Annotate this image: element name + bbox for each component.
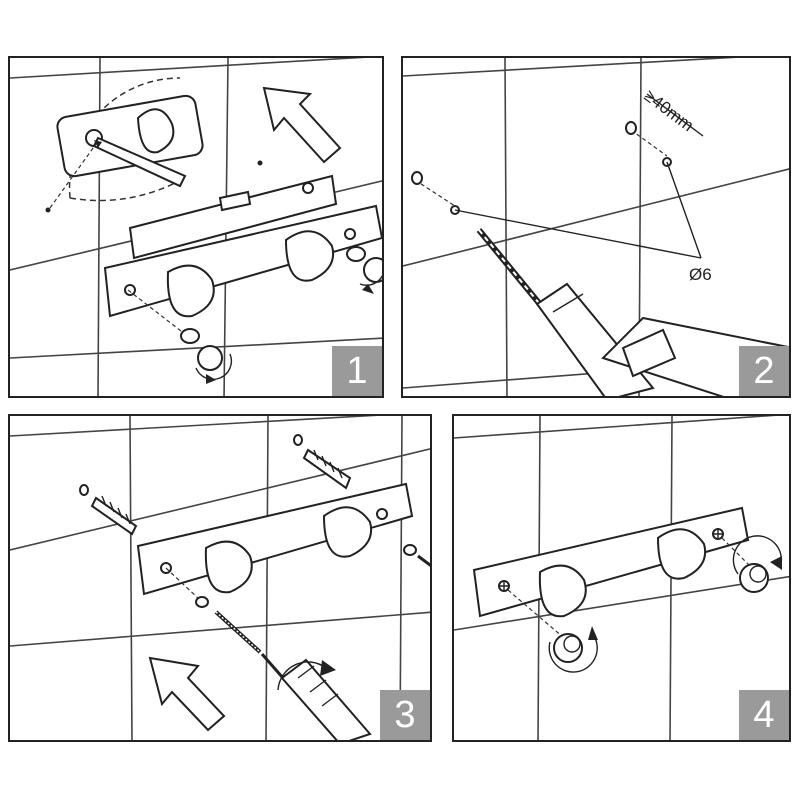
drill-hole-right xyxy=(625,121,672,167)
hook-left-icon xyxy=(166,264,215,318)
step-2-panel: ≥40mm Ø6 2 xyxy=(401,56,791,398)
hook-icon xyxy=(136,108,175,154)
spirit-level-icon xyxy=(128,174,338,260)
hook-right-icon xyxy=(284,230,334,282)
step-2-illustration: ≥40mm Ø6 xyxy=(403,58,789,396)
hook-right-icon xyxy=(656,528,706,580)
washer-icon xyxy=(195,596,209,608)
wall-tiles xyxy=(454,416,789,740)
wall-anchor-right-icon xyxy=(293,434,352,490)
direction-arrow-icon xyxy=(148,656,226,732)
step-3-illustration xyxy=(10,416,430,740)
screw-cap-icon xyxy=(180,328,223,371)
rotation-arrow-right-icon xyxy=(732,535,783,575)
step-1-panel: 1 xyxy=(8,56,384,398)
wall-anchor-left-icon xyxy=(79,484,138,536)
pencil-icon xyxy=(92,136,187,188)
direction-arrow-icon xyxy=(262,86,342,164)
rotation-arrow-icon xyxy=(195,353,233,384)
hole-spacing-label: ≥40mm xyxy=(641,86,698,135)
hook-left-icon xyxy=(538,564,587,618)
screw-cap-right-icon xyxy=(346,246,382,283)
step-number-badge: 4 xyxy=(739,690,789,740)
hook-right-icon xyxy=(322,506,372,558)
step-4-panel: 4 xyxy=(452,414,791,742)
step-3-panel: 3 xyxy=(8,414,432,742)
hook-rail xyxy=(136,482,414,596)
screw-cap-right-icon xyxy=(739,563,769,593)
step-number-badge: 2 xyxy=(739,346,789,396)
step-number-badge: 1 xyxy=(332,346,382,396)
screw-icon xyxy=(214,610,262,654)
hook-rail xyxy=(472,506,750,618)
rotation-arrow-right-icon xyxy=(359,258,382,294)
drill-hole-left xyxy=(411,171,460,215)
rotation-arrow-left-icon xyxy=(548,626,598,673)
wall-tiles xyxy=(10,416,430,740)
magnifier-detail xyxy=(56,77,204,202)
step-4-illustration xyxy=(454,416,789,740)
step-1-illustration xyxy=(10,58,382,396)
step-number-badge: 3 xyxy=(380,690,430,740)
hook-rail xyxy=(103,204,382,318)
screwdriver-icon xyxy=(260,653,372,740)
spacing-dimension: ≥40mm xyxy=(641,86,704,137)
drill-size-label: Ø6 xyxy=(689,265,712,284)
drill-size-callout: Ø6 xyxy=(454,161,712,284)
screw-cap-left-icon xyxy=(553,633,583,663)
hook-left-icon xyxy=(204,540,253,594)
